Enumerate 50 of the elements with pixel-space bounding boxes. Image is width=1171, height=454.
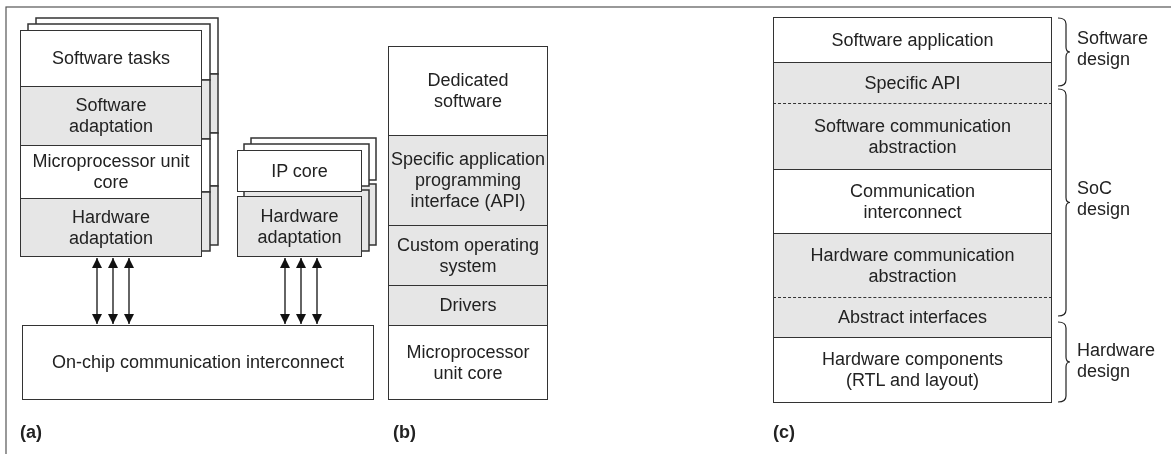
brace-label: SoC design (1077, 178, 1132, 220)
layer-label: Communication interconnect (848, 180, 977, 223)
panel-label: (a) (20, 422, 42, 443)
stack-layer (773, 62, 1052, 103)
panel-label: (b) (393, 422, 416, 443)
layer-label: Specific API (864, 72, 961, 94)
stack-layer (237, 150, 362, 192)
layer-label: Hardware adaptation (67, 206, 155, 249)
double-arrow (108, 257, 118, 325)
stack-layer (20, 86, 202, 145)
layer-label: Dedicated software (426, 70, 510, 112)
layer-label: On-chip communication interconnect (51, 352, 345, 373)
stack-layer (388, 285, 548, 325)
stack-layer (20, 198, 202, 257)
layer-label: Software application (831, 29, 994, 51)
layer-label: Drivers (439, 295, 497, 316)
layer-label: Software communication abstraction (812, 115, 1013, 158)
stack-layer (20, 30, 202, 86)
stack-layer (773, 297, 1052, 337)
layer-label: Abstract interfaces (837, 307, 988, 328)
panel-label: (c) (773, 422, 795, 443)
stack-layer (388, 225, 548, 285)
stack-layer (773, 17, 1052, 62)
layer-label: Hardware components (RTL and layout) (820, 349, 1005, 391)
layer-label: Software tasks (51, 48, 170, 69)
stack-layer (773, 233, 1052, 297)
stack-layer (22, 325, 374, 400)
layer-label: Microprocessor unit core (405, 341, 531, 384)
brace-label: Software design (1077, 28, 1150, 70)
layer-label: Hardware communication abstraction (809, 244, 1016, 287)
stack-layer (773, 103, 1052, 169)
double-arrow (280, 257, 290, 325)
stack-layer (388, 46, 548, 135)
stack-layer (773, 169, 1052, 233)
stack-layer (773, 337, 1052, 403)
double-arrow (124, 257, 134, 325)
stack-layer (20, 145, 202, 198)
layer-label: Specific application programming interface (API) (390, 149, 546, 212)
layer-label: Hardware adaptation (256, 205, 343, 248)
double-arrow (296, 257, 306, 325)
stack-layer (388, 325, 548, 400)
layer-label: Software adaptation (67, 95, 155, 137)
stack-layer (388, 135, 548, 225)
double-arrow (312, 257, 322, 325)
layer-label: Custom operating system (395, 234, 541, 277)
brace-label: Hardware design (1077, 340, 1157, 382)
double-arrow (92, 257, 102, 325)
stack-layer (237, 196, 362, 257)
layer-label: IP core (271, 160, 328, 182)
layer-label: Microprocessor unit core (31, 151, 191, 193)
